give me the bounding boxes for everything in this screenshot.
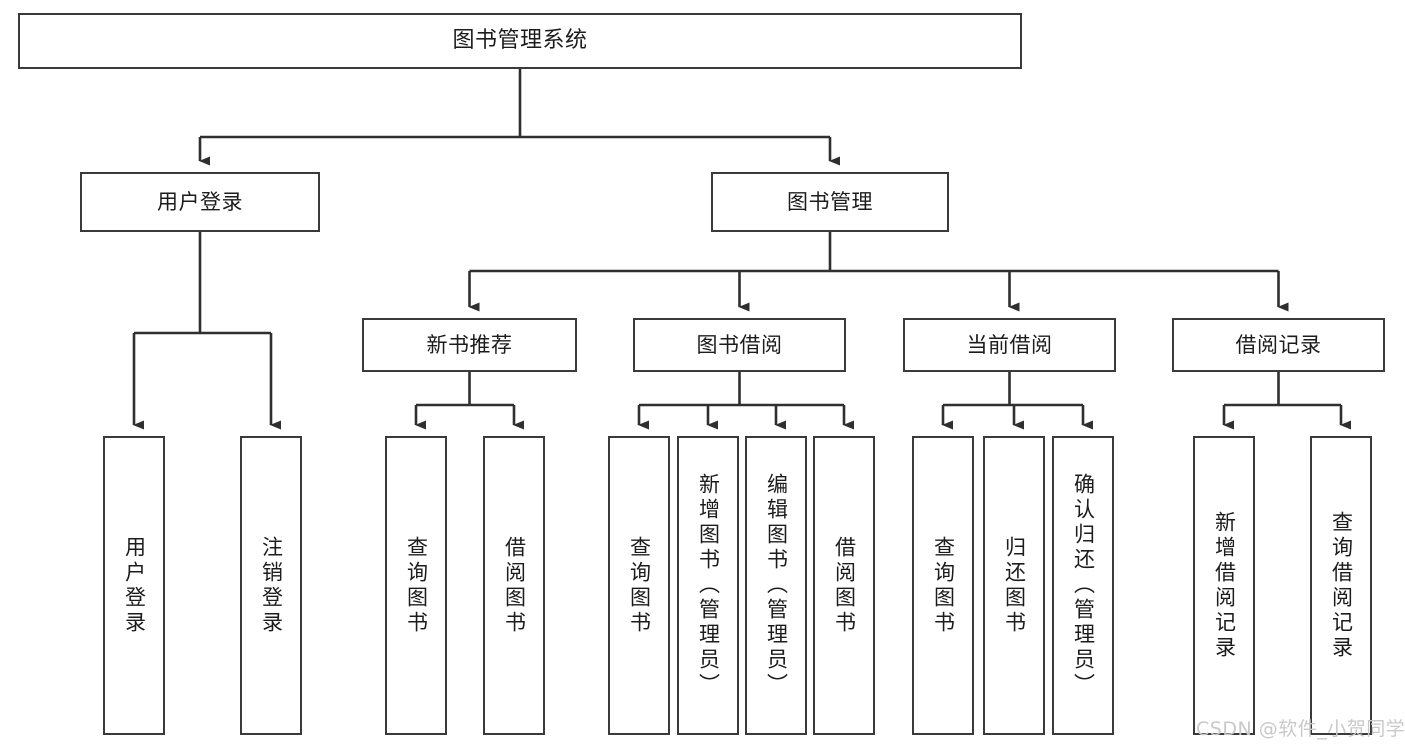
node-leaf-add-book[interactable]: 新增图书（管理员） — [677, 436, 739, 735]
node-label: 借阅图书 — [832, 535, 857, 636]
node-leaf-query-book-current[interactable]: 查询图书 — [912, 436, 974, 735]
node-label: 新书推荐 — [426, 332, 513, 357]
node-root-root[interactable]: 图书管理系统 — [18, 13, 1022, 69]
node-label: 图书借阅 — [696, 332, 783, 357]
node-label: 注销登录 — [259, 535, 284, 636]
node-label: 新增图书（管理员） — [696, 473, 721, 698]
node-leaf-borrow-book-rec[interactable]: 借阅图书 — [483, 436, 545, 735]
node-label: 查询借阅记录 — [1329, 510, 1354, 661]
node-current-borrow[interactable]: 当前借阅 — [903, 318, 1116, 372]
node-label: 图书管理系统 — [452, 28, 588, 54]
node-leaf-return-book[interactable]: 归还图书 — [983, 436, 1045, 735]
node-label: 查询图书 — [627, 535, 652, 636]
node-leaf-query-book-borrow[interactable]: 查询图书 — [608, 436, 670, 735]
node-leaf-query-book-rec[interactable]: 查询图书 — [385, 436, 447, 735]
node-leaf-edit-book[interactable]: 编辑图书（管理员） — [745, 436, 807, 735]
watermark: CSDN @软件_小贺同学 — [1196, 718, 1405, 740]
node-leaf-borrow-book[interactable]: 借阅图书 — [813, 436, 875, 735]
node-book-manage[interactable]: 图书管理 — [711, 172, 949, 232]
node-new-book-recommend[interactable]: 新书推荐 — [362, 318, 577, 372]
node-label: 确认归还（管理员） — [1071, 473, 1096, 698]
node-label: 借阅图书 — [502, 535, 527, 636]
node-label: 图书管理 — [787, 189, 873, 214]
node-leaf-query-record[interactable]: 查询借阅记录 — [1310, 436, 1372, 735]
node-user-login[interactable]: 用户登录 — [80, 172, 320, 232]
node-label: 查询图书 — [931, 535, 956, 636]
node-leaf-confirm-return[interactable]: 确认归还（管理员） — [1052, 436, 1114, 735]
node-label: 用户登录 — [157, 189, 243, 214]
node-book-borrow[interactable]: 图书借阅 — [633, 318, 846, 372]
node-label: 当前借阅 — [966, 332, 1053, 357]
node-label: 归还图书 — [1002, 535, 1027, 636]
node-label: 编辑图书（管理员） — [764, 473, 789, 698]
node-label: 用户登录 — [122, 535, 147, 636]
node-label: 新增借阅记录 — [1212, 510, 1237, 661]
node-leaf-user-login[interactable]: 用户登录 — [103, 436, 165, 735]
node-leaf-add-record[interactable]: 新增借阅记录 — [1193, 436, 1255, 735]
node-label: 借阅记录 — [1235, 332, 1322, 357]
node-label: 查询图书 — [404, 535, 429, 636]
node-borrow-record[interactable]: 借阅记录 — [1172, 318, 1385, 372]
node-leaf-logout[interactable]: 注销登录 — [240, 436, 302, 735]
